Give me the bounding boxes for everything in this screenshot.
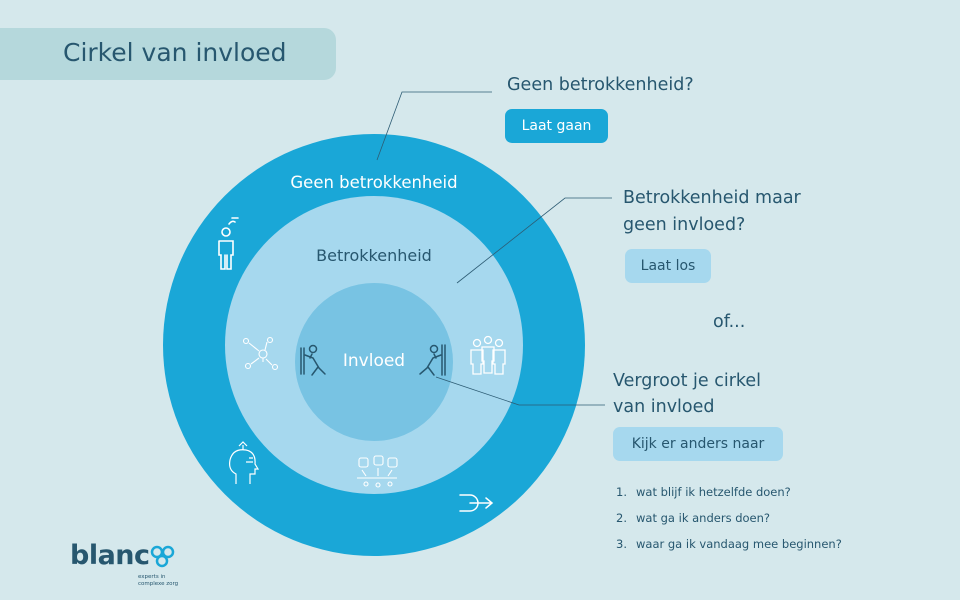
thinking-head-icon bbox=[229, 441, 260, 484]
group-people-icon bbox=[470, 335, 506, 375]
let-go-button[interactable]: Laat gaan bbox=[505, 109, 608, 143]
outer-circle-label: Geen betrokkenheid bbox=[290, 173, 457, 192]
inner-circle bbox=[295, 283, 453, 441]
question-person-icon bbox=[218, 217, 239, 270]
middle-circle-label: Betrokkenheid bbox=[316, 246, 432, 265]
step-number: 1. bbox=[616, 485, 627, 499]
step-text: wat blijf ik hetzelfde doen? bbox=[636, 485, 791, 499]
title-banner bbox=[0, 28, 336, 80]
step-number: 2. bbox=[616, 511, 627, 525]
logo-tagline: experts in complexe zorg bbox=[138, 574, 198, 588]
connector-line-middle bbox=[456, 197, 612, 284]
pushing-wall-icon bbox=[419, 344, 446, 376]
logo-wordmark: blanc bbox=[70, 540, 150, 571]
network-people-icon bbox=[242, 336, 279, 371]
connector-line-outer bbox=[376, 91, 492, 161]
brainstorm-icon bbox=[357, 455, 398, 488]
arrow-right-icon bbox=[459, 494, 494, 512]
inner-circle-label: Invloed bbox=[343, 351, 405, 371]
look-different-button[interactable]: Kijk er anders naar bbox=[613, 427, 783, 461]
step-item: 2. wat ga ik anders doen? bbox=[616, 510, 842, 536]
step-text: wat ga ik anders doen? bbox=[636, 511, 771, 525]
connector-line-inner bbox=[435, 376, 605, 406]
logo-tagline-line2: complexe zorg bbox=[138, 581, 179, 587]
question-no-involvement: Geen betrokkenheid? bbox=[507, 75, 694, 95]
pushing-wall-icon bbox=[300, 344, 326, 376]
step-text: waar ga ik vandaag mee beginnen? bbox=[636, 537, 842, 551]
question-enlarge-line2: van invloed bbox=[613, 397, 715, 417]
step-number: 3. bbox=[616, 537, 627, 551]
page-title: Cirkel van invloed bbox=[63, 38, 287, 67]
logo-tagline-line1: experts in bbox=[138, 574, 166, 580]
blanco-logo: blanc experts in complexe zorg bbox=[70, 540, 178, 587]
let-loose-button[interactable]: Laat los bbox=[625, 249, 711, 283]
step-item: 3. waar ga ik vandaag mee beginnen? bbox=[616, 536, 842, 562]
question-involvement-line1: Betrokkenheid maar bbox=[623, 188, 801, 208]
step-item: 1. wat blijf ik hetzelfde doen? bbox=[616, 484, 842, 510]
question-involvement-line2: geen invloed? bbox=[623, 215, 746, 235]
steps-list: 1. wat blijf ik hetzelfde doen? 2. wat ga … bbox=[616, 484, 842, 562]
question-enlarge-line1: Vergroot je cirkel bbox=[613, 371, 762, 391]
logo-puzzle-icon bbox=[150, 545, 175, 568]
or-text: of... bbox=[713, 312, 746, 332]
